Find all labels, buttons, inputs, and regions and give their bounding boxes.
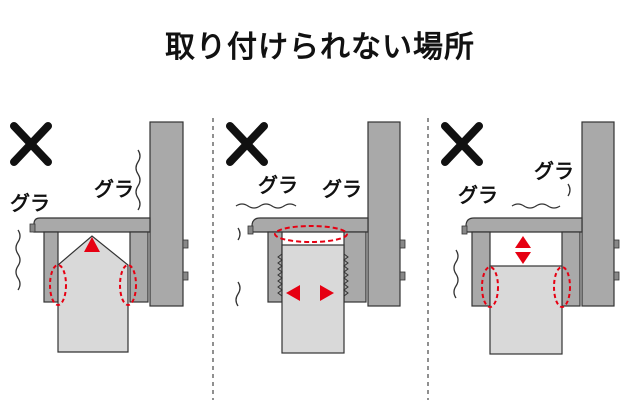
vibration-line [15, 229, 21, 291]
gap-highlight [481, 266, 499, 308]
gap-highlight [119, 264, 137, 306]
wobble-label: グラ [258, 173, 298, 197]
vibration-line [235, 281, 241, 307]
arrow-left-icon [286, 285, 300, 301]
vibration-line [453, 249, 459, 299]
clamp-right [129, 231, 149, 303]
panel-sloped-fitting: グラ グラ [10, 121, 189, 353]
thread-left [277, 253, 283, 297]
prohibited-icon [10, 122, 52, 166]
arrow-up-icon [515, 236, 531, 248]
panel-threaded-fitting: グラ グラ [226, 121, 406, 354]
fixture-body [57, 235, 129, 353]
wobble-label: グラ [458, 183, 498, 207]
mount-bracket [251, 217, 369, 233]
vibration-line [135, 149, 141, 211]
gap-highlight [49, 264, 67, 306]
wobble-label: グラ [322, 177, 362, 201]
gap-highlight [274, 225, 348, 243]
thread-right [343, 253, 349, 297]
clamp-right [343, 231, 367, 303]
vibration-line [235, 203, 297, 209]
wall-column [149, 121, 184, 307]
arrow-right-icon [320, 285, 334, 301]
vibration-line [511, 203, 561, 209]
wobble-label: グラ [10, 191, 50, 215]
prohibited-icon [441, 122, 483, 166]
arrow-up-icon [84, 237, 100, 252]
wobble-label: グラ [534, 159, 574, 183]
prohibited-icon [226, 122, 268, 166]
fixture-body [281, 244, 345, 354]
wall-column [581, 121, 615, 307]
page-title: 取り付けられない場所 [165, 30, 475, 65]
wobble-label: グラ [94, 177, 134, 201]
clamp-left [43, 231, 59, 303]
mount-bracket [465, 217, 583, 233]
panel-gap-fitting: グラ グラ [441, 121, 620, 355]
gap-highlight [553, 266, 571, 308]
wall-column [367, 121, 401, 307]
arrow-down-icon [515, 252, 531, 264]
fixture-body [489, 265, 563, 355]
mount-bracket [33, 217, 151, 233]
